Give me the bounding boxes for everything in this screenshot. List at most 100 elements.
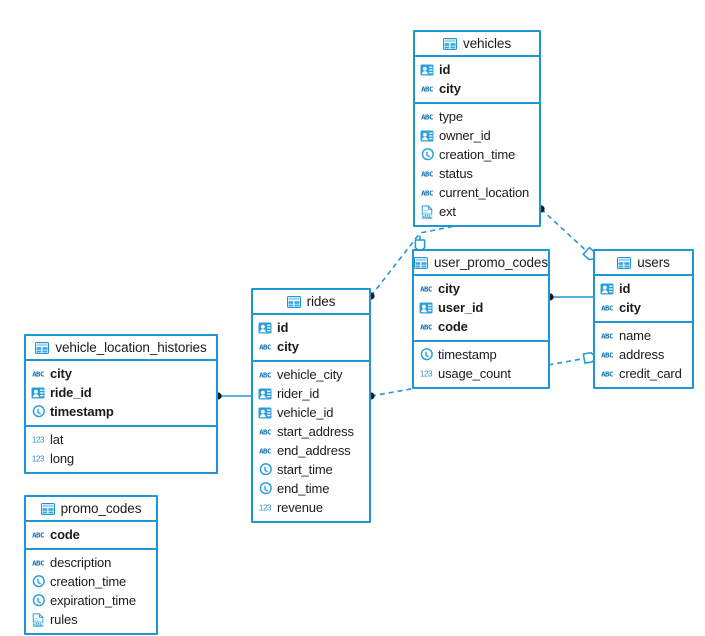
field-row-rider_id[interactable]: rider_id: [253, 384, 369, 403]
relationship-rel-vehicle-location-histories-rides[interactable]: [214, 392, 251, 400]
table-icon: [286, 295, 301, 309]
entity-header-rides[interactable]: rides: [253, 290, 369, 315]
relationship-rel-user-promo-codes-users[interactable]: [546, 293, 593, 301]
entity-title: promo_codes: [60, 501, 142, 516]
key-icon: [600, 282, 614, 296]
field-row-id[interactable]: id: [595, 279, 692, 298]
svg-text:ABC: ABC: [421, 112, 433, 121]
entity-header-users[interactable]: users: [595, 251, 692, 276]
field-label: id: [439, 62, 451, 77]
field-row-name[interactable]: ABC name: [595, 326, 692, 345]
field-label: end_address: [277, 443, 351, 458]
entity-header-vehicle_location_histories[interactable]: vehicle_location_histories: [26, 336, 216, 361]
clock-icon: [258, 462, 272, 477]
json-icon: JSON: [420, 204, 434, 219]
abc-icon: ABC: [420, 82, 434, 96]
svg-text:ABC: ABC: [601, 369, 613, 378]
abc-icon: ABC: [31, 556, 45, 570]
field-row-vehicle_id[interactable]: vehicle_id: [253, 403, 369, 422]
field-row-end_time[interactable]: end_time: [253, 479, 369, 498]
field-label: start_time: [277, 462, 333, 477]
field-row-start_time[interactable]: start_time: [253, 460, 369, 479]
field-row-user_id[interactable]: user_id: [414, 298, 548, 317]
field-label: status: [439, 166, 473, 181]
abc-icon: ABC: [258, 368, 272, 382]
key-icon: [420, 63, 434, 77]
field-label: id: [619, 281, 631, 296]
svg-text:JSON: JSON: [420, 213, 433, 218]
field-label: name: [619, 328, 651, 343]
field-row-creation_time[interactable]: creation_time: [415, 145, 539, 164]
number-icon: 123: [31, 433, 45, 447]
field-row-ride_id[interactable]: ride_id: [26, 383, 216, 402]
field-label: rider_id: [277, 386, 320, 401]
entity-header-vehicles[interactable]: vehicles: [415, 32, 539, 57]
number-icon: 123: [419, 367, 433, 381]
field-label: rules: [50, 612, 78, 627]
field-row-timestamp[interactable]: timestamp: [414, 345, 548, 364]
field-label: city: [619, 300, 641, 315]
svg-text:ABC: ABC: [601, 331, 613, 340]
field-label: vehicle_id: [277, 405, 334, 420]
svg-text:JSON: JSON: [31, 621, 44, 626]
svg-text:123: 123: [420, 369, 433, 378]
abc-icon: ABC: [258, 340, 272, 354]
field-row-id[interactable]: id: [415, 60, 539, 79]
field-row-owner_id[interactable]: owner_id: [415, 126, 539, 145]
key-icon: [258, 387, 272, 401]
clock-icon: [419, 347, 433, 362]
key-icon: [31, 386, 45, 400]
field-label: code: [50, 527, 80, 542]
svg-text:123: 123: [259, 503, 272, 512]
svg-text:ABC: ABC: [420, 284, 432, 293]
svg-text:ABC: ABC: [259, 342, 271, 351]
field-label: ride_id: [50, 385, 92, 400]
field-label: type: [439, 109, 463, 124]
entity-header-promo_codes[interactable]: promo_codes: [26, 497, 156, 522]
entity-header-user_promo_codes[interactable]: user_promo_codes: [414, 251, 548, 276]
svg-text:ABC: ABC: [32, 369, 44, 378]
field-row-type[interactable]: ABC type: [415, 107, 539, 126]
svg-text:ABC: ABC: [421, 84, 433, 93]
svg-text:ABC: ABC: [421, 188, 433, 197]
field-row-id[interactable]: id: [253, 318, 369, 337]
field-row-creation_time[interactable]: creation_time: [26, 572, 156, 591]
field-row-timestamp[interactable]: timestamp: [26, 402, 216, 421]
field-row-expiration_time[interactable]: expiration_time: [26, 591, 156, 610]
svg-text:123: 123: [32, 435, 45, 444]
abc-icon: ABC: [600, 348, 614, 362]
field-label: long: [50, 451, 74, 466]
field-row-rules[interactable]: JSON rules: [26, 610, 156, 629]
key-icon: [420, 129, 434, 143]
